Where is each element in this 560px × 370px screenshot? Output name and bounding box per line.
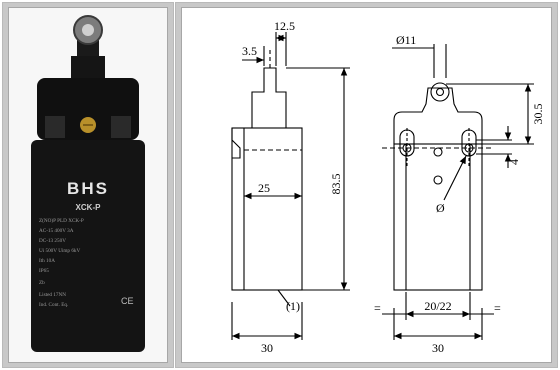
dim-label: Ø11 [396,33,416,47]
mount-hole-left [45,116,65,138]
spec-line: AC-15 400V 3A [39,228,74,234]
dim-label: 12.5 [274,19,295,33]
note-label: (1) [286,299,300,313]
ce-mark: CE [121,296,134,306]
spec-line: Z(NO)P PLD XCK-P [39,217,84,224]
spec-line: Listed 17NN [39,292,66,298]
dim-label: 3.5 [242,44,257,58]
mount-hole-right [111,116,131,138]
dim-label: = [494,301,501,315]
dimension-drawing: 3.5 12.5 25 83.5 (1) 30 Ø11 30.5 4 Ø = 2… [231,19,545,355]
dim-label: = [374,301,381,315]
dim-label: Ø [436,201,445,215]
spec-line: Ith 10A [39,258,55,264]
spec-lines: Z(NO)P PLD XCK-P AC-15 400V 3A DC-13 250… [39,217,84,308]
dim-label: 20/22 [424,299,451,313]
brand-label: BHS [67,179,109,198]
dim-label: 4 [507,159,521,165]
spec-line: IP65 [39,268,49,274]
dim-label: 30 [432,341,444,355]
dim-label: 30 [261,341,273,355]
drawing-panel: 3.5 12.5 25 83.5 (1) 30 Ø11 30.5 4 Ø = 2… [175,2,558,368]
photo-inner: BHS XCK-P Z(NO)P PLD XCK-P AC-15 400V 3A… [8,7,168,363]
dim-label: 25 [258,181,270,195]
spec-line: Zb [39,280,45,286]
switch-body [31,140,145,352]
model-label: XCK-P [76,203,102,212]
dim-label: 83.5 [329,174,343,195]
limit-switch-photo: BHS XCK-P Z(NO)P PLD XCK-P AC-15 400V 3A… [31,15,145,352]
dim-label: 30.5 [531,104,545,125]
spec-line: DC-13 250V [39,238,66,244]
front-view [231,32,350,340]
front-body [231,127,303,291]
spec-line: Ui 500V Uimp 6kV [39,248,81,254]
side-body [393,143,483,291]
side-view [382,44,534,340]
roller-hub [82,24,94,36]
photo-panel: BHS XCK-P Z(NO)P PLD XCK-P AC-15 400V 3A… [2,2,174,368]
spec-line: Ind. Cont. Eq. [39,302,68,308]
drawing-inner: 3.5 12.5 25 83.5 (1) 30 Ø11 30.5 4 Ø = 2… [181,7,552,363]
